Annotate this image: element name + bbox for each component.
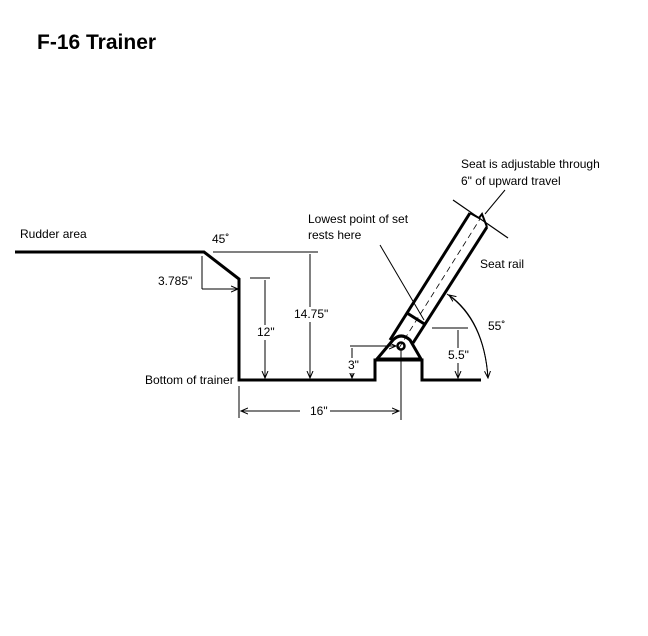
adjustable-label-2: 6" of upward travel <box>461 174 561 188</box>
adjustable-label-1: Seat is adjustable through <box>461 157 600 171</box>
seat-lowest-bar <box>406 311 427 327</box>
rail-notch <box>469 211 488 228</box>
seat-rail-left <box>388 212 472 341</box>
angle-45-label: 45˚ <box>212 232 230 246</box>
pivot-icon <box>396 341 406 351</box>
diagram-title: F-16 Trainer <box>37 31 157 54</box>
rail-end-line <box>452 199 509 239</box>
lowest-point-label-2: rests here <box>308 228 362 242</box>
rail-centerline <box>398 218 481 349</box>
dim-3785-label: 3.785" <box>158 274 193 288</box>
dim-3-label: 3" <box>348 358 359 373</box>
seat-mount <box>373 334 424 361</box>
bottom-of-trainer-label: Bottom of trainer <box>145 373 234 387</box>
dim-1475-label: 14.75" <box>294 307 329 322</box>
dim-16-label: 16" <box>308 404 330 419</box>
lowest-point-label-1: Lowest point of set <box>308 212 409 226</box>
dim-12-label: 12" <box>257 325 275 340</box>
seat-rail-label: Seat rail <box>480 257 525 271</box>
angle-55-label: 55˚ <box>488 319 506 333</box>
dim-55-label: 5.5" <box>448 348 469 363</box>
trainer-profile <box>15 250 481 382</box>
rudder-area-label: Rudder area <box>20 227 87 241</box>
